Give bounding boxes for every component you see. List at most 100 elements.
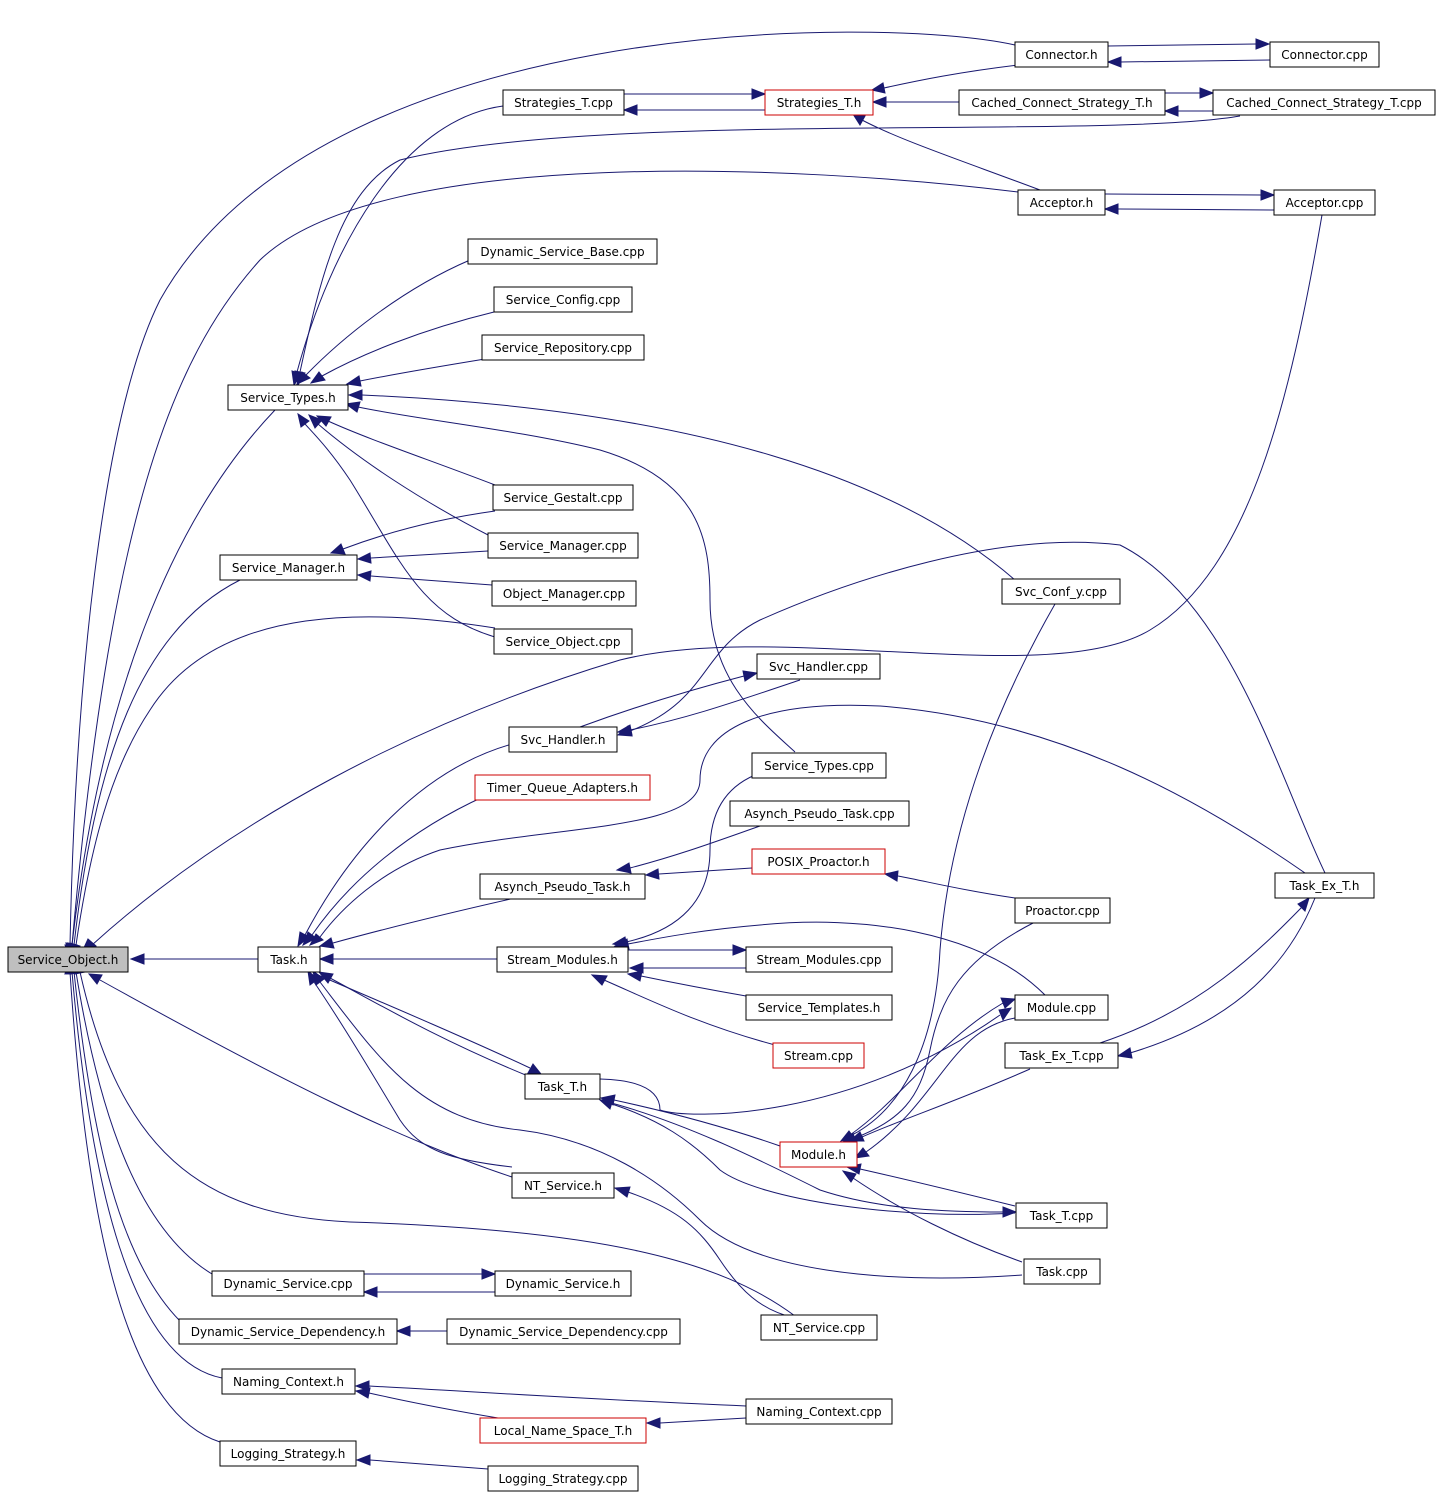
edge-stream-modules-h-to-task-h [318,953,497,965]
svg-text:Service_Templates.h: Service_Templates.h [758,1001,881,1015]
svg-text:Task_T.h: Task_T.h [537,1080,587,1094]
svg-text:Module.cpp: Module.cpp [1027,1001,1096,1015]
node-cached-connect-strategy-t-h[interactable]: Cached_Connect_Strategy_T.h [958,89,1166,116]
edge-cached-connect-cpp-to-cached-connect-h [1163,105,1213,117]
svg-text:Object_Manager.cpp: Object_Manager.cpp [503,587,625,601]
node-logging-strategy-cpp[interactable]: Logging_Strategy.cpp [487,1465,639,1492]
node-service-templates-h[interactable]: Service_Templates.h [745,994,893,1021]
node-service-manager-cpp[interactable]: Service_Manager.cpp [487,532,639,559]
svg-text:Service_Manager.cpp: Service_Manager.cpp [499,539,627,553]
node-service-types-h[interactable]: Service_Types.h [227,384,349,411]
svg-text:Dynamic_Service.h: Dynamic_Service.h [506,1277,621,1291]
svg-text:Strategies_T.h: Strategies_T.h [777,96,862,110]
edge-service-manager-h-to-service-object-h [67,579,241,960]
node-asynch-pseudo-task-h[interactable]: Asynch_Pseudo_Task.h [479,873,646,900]
node-cached-connect-strategy-t-cpp[interactable]: Cached_Connect_Strategy_T.cpp [1212,89,1436,116]
edge-dynamic-service-h-to-dynamic-service-cpp [362,1286,495,1298]
svg-text:Logging_Strategy.cpp: Logging_Strategy.cpp [499,1472,628,1486]
node-stream-modules-cpp[interactable]: Stream_Modules.cpp [745,946,893,973]
svg-text:Acceptor.h: Acceptor.h [1030,196,1094,210]
node-svc-handler-h[interactable]: Svc_Handler.h [508,726,618,753]
node-dynamic-service-h[interactable]: Dynamic_Service.h [494,1270,632,1297]
node-connector-h[interactable]: Connector.h [1014,41,1109,68]
node-object-manager-cpp[interactable]: Object_Manager.cpp [491,580,637,607]
edge-task-t-cpp-to-task-t-h [598,1098,1016,1215]
node-nt-service-h[interactable]: NT_Service.h [511,1172,615,1199]
edge-svc-handler-h-to-task-h [297,743,513,948]
svg-text:Local_Name_Space_T.h: Local_Name_Space_T.h [494,1424,632,1438]
edge-task-ex-t-h-to-task-ex-t-cpp [1116,897,1316,1059]
edge-strategies-t-cpp-to-strategies-t-h [624,88,767,100]
node-service-object-h[interactable]: Service_Object.h [7,946,129,973]
svg-text:Connector.h: Connector.h [1025,48,1097,62]
edge-module-cpp-to-module-h [853,1017,1016,1159]
node-service-gestalt-cpp[interactable]: Service_Gestalt.cpp [492,484,634,511]
node-module-cpp[interactable]: Module.cpp [1014,994,1109,1021]
svg-text:Svc_Handler.cpp: Svc_Handler.cpp [769,660,868,674]
edge-nt-service-cpp-to-nt-service-h [613,1186,796,1319]
node-posix-proactor-h[interactable]: POSIX_Proactor.h [751,848,886,875]
edge-timer-queue-adapters-h-to-task-h [302,795,486,947]
node-proactor-cpp[interactable]: Proactor.cpp [1014,897,1111,924]
nodes: Connector.h Connector.cpp Strategies_T.c… [7,41,1436,1492]
edge-connector-cpp-to-connector-h [1106,56,1271,68]
node-task-ex-t-h[interactable]: Task_Ex_T.h [1274,872,1375,899]
edge-dynamic-service-dependency-cpp-to-h [395,1325,447,1337]
node-stream-cpp[interactable]: Stream.cpp [772,1042,865,1069]
node-strategies-t-h[interactable]: Strategies_T.h [764,89,874,116]
node-service-types-cpp[interactable]: Service_Types.cpp [751,752,887,779]
node-logging-strategy-h[interactable]: Logging_Strategy.h [219,1440,357,1467]
node-module-h[interactable]: Module.h [779,1141,858,1168]
node-svc-handler-cpp[interactable]: Svc_Handler.cpp [756,653,881,680]
edge-acceptor-h-to-acceptor-cpp [1104,189,1276,201]
node-task-t-cpp[interactable]: Task_T.cpp [1015,1202,1108,1229]
edge-acceptor-cpp-to-acceptor-h [1103,203,1275,215]
edge-cached-connect-h-to-cached-connect-cpp [1165,87,1215,99]
node-dynamic-service-cpp[interactable]: Dynamic_Service.cpp [211,1270,365,1297]
svg-text:Acceptor.cpp: Acceptor.cpp [1286,196,1364,210]
node-dynamic-service-dependency-cpp[interactable]: Dynamic_Service_Dependency.cpp [446,1318,681,1345]
node-local-name-space-t-h[interactable]: Local_Name_Space_T.h [479,1417,647,1444]
node-dynamic-service-dependency-h[interactable]: Dynamic_Service_Dependency.h [178,1318,398,1345]
node-naming-context-h[interactable]: Naming_Context.h [221,1368,356,1395]
node-stream-modules-h[interactable]: Stream_Modules.h [496,946,629,973]
edge-proactor-cpp-to-posix-proactor-h [883,870,1016,899]
node-service-object-cpp[interactable]: Service_Object.cpp [493,628,633,655]
edge-task-ex-t-h-to-svc-handler-h [616,541,1326,874]
svg-text:Naming_Context.h: Naming_Context.h [233,1375,344,1389]
svg-text:Connector.cpp: Connector.cpp [1281,48,1367,62]
edge-posix-proactor-h-to-asynch-pseudo-task-h [644,867,753,880]
node-naming-context-cpp[interactable]: Naming_Context.cpp [745,1398,893,1425]
edge-task-ex-t-h-to-task-h [308,704,1306,946]
node-task-cpp[interactable]: Task.cpp [1023,1258,1101,1285]
node-acceptor-h[interactable]: Acceptor.h [1017,189,1106,216]
node-acceptor-cpp[interactable]: Acceptor.cpp [1273,189,1376,216]
node-asynch-pseudo-task-cpp[interactable]: Asynch_Pseudo_Task.cpp [729,800,910,827]
node-service-repository-cpp[interactable]: Service_Repository.cpp [481,334,645,361]
svg-text:Svc_Conf_y.cpp: Svc_Conf_y.cpp [1015,585,1107,599]
edge-service-object-cpp-to-service-types-h [297,412,496,638]
svg-text:Asynch_Pseudo_Task.h: Asynch_Pseudo_Task.h [495,880,631,894]
node-timer-queue-adapters-h[interactable]: Timer_Queue_Adapters.h [474,774,651,801]
node-task-h[interactable]: Task.h [257,946,321,973]
node-service-config-cpp[interactable]: Service_Config.cpp [493,286,633,313]
node-strategies-t-cpp[interactable]: Strategies_T.cpp [502,89,625,116]
edge-connector-h-to-strategies-t-h [870,64,1019,94]
node-service-manager-h[interactable]: Service_Manager.h [219,554,358,581]
svg-text:Proactor.cpp: Proactor.cpp [1025,904,1100,918]
edge-service-gestalt-cpp-to-service-manager-h [329,510,496,555]
node-svc-conf-y-cpp[interactable]: Svc_Conf_y.cpp [1001,578,1121,605]
svg-text:Dynamic_Service.cpp: Dynamic_Service.cpp [224,1277,353,1291]
node-nt-service-cpp[interactable]: NT_Service.cpp [760,1314,878,1341]
edge-task-cpp-to-task-h [312,969,1023,1279]
node-task-t-h[interactable]: Task_T.h [524,1073,601,1100]
edge-service-manager-cpp-to-service-types-h [308,414,491,537]
edges [64,31,1326,1470]
svg-text:Cached_Connect_Strategy_T.h: Cached_Connect_Strategy_T.h [971,96,1152,110]
node-dynamic-service-base-cpp[interactable]: Dynamic_Service_Base.cpp [467,238,658,265]
edge-task-ex-t-cpp-to-task-ex-t-h [1099,896,1310,1044]
node-connector-cpp[interactable]: Connector.cpp [1269,41,1380,68]
edge-task-cpp-to-module-h [841,1170,1023,1263]
node-task-ex-t-cpp[interactable]: Task_Ex_T.cpp [1004,1042,1119,1069]
